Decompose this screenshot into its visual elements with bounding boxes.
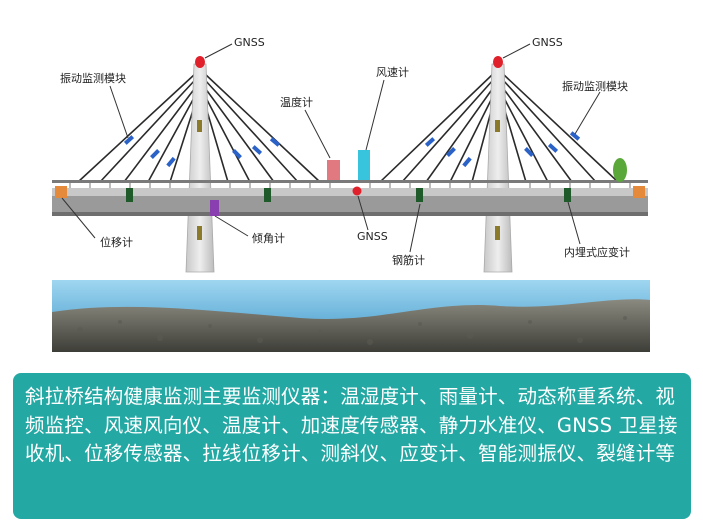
deck-railing bbox=[52, 180, 648, 183]
caption-box: 斜拉桥结构健康监测主要监测仪器：温湿度计、雨量计、动态称重系统、视频监控、风速风… bbox=[13, 373, 691, 519]
label-gnss-left-top: GNSS bbox=[234, 36, 265, 49]
tower-left-sensor-top bbox=[197, 120, 202, 132]
label-displacement: 位移计 bbox=[100, 235, 133, 249]
tower-right-sensor-top bbox=[495, 120, 500, 132]
label-temperature: 温度计 bbox=[280, 95, 313, 109]
label-gnss-deck: GNSS bbox=[357, 230, 388, 243]
deck-girder-bottom bbox=[52, 212, 648, 216]
label-vibration-right: 振动监测模块 bbox=[562, 79, 628, 93]
label-embedded-strain: 内埋式应变计 bbox=[564, 245, 630, 259]
anemometer-sensor bbox=[358, 150, 370, 180]
inclinometer-sensor bbox=[210, 200, 219, 216]
temperature-sensor bbox=[327, 160, 340, 180]
strain-sensor-4 bbox=[564, 188, 571, 202]
label-vibration-left: 振动监测模块 bbox=[60, 71, 126, 85]
deck-railing-posts bbox=[69, 183, 631, 188]
deck-girder bbox=[52, 196, 648, 212]
tower-right-sensor-bottom bbox=[495, 226, 500, 240]
cables-left bbox=[77, 73, 321, 183]
label-inclinometer: 倾角计 bbox=[252, 232, 285, 245]
strain-sensor-2 bbox=[264, 188, 271, 202]
label-anemometer: 风速计 bbox=[376, 66, 409, 79]
strain-sensor-1 bbox=[126, 188, 133, 202]
caption-text: 斜拉桥结构健康监测主要监测仪器：温湿度计、雨量计、动态称重系统、视频监控、风速风… bbox=[25, 385, 678, 465]
displacement-sensor-right bbox=[633, 186, 645, 198]
vibration-module-right bbox=[613, 158, 627, 182]
label-gnss-right-top: GNSS bbox=[532, 36, 563, 49]
leader-lines bbox=[61, 43, 601, 253]
rock-texture bbox=[77, 316, 627, 345]
tower-left-sensor-bottom bbox=[197, 226, 202, 240]
bridge-diagram: GNSS GNSS 振动监测模块 振动监测模块 温度计 风速计 位移计 倾角计 … bbox=[52, 36, 650, 352]
riverbed-rock bbox=[52, 299, 650, 352]
deck-top bbox=[52, 188, 648, 196]
gnss-marker-left-top bbox=[195, 56, 205, 68]
displacement-sensor-left bbox=[55, 186, 67, 198]
label-rebar-meter: 钢筋计 bbox=[392, 253, 425, 267]
gnss-marker-right-top bbox=[493, 56, 503, 68]
gnss-marker-deck bbox=[352, 186, 362, 196]
cables-right bbox=[379, 73, 619, 183]
vibration-sensors bbox=[123, 131, 581, 168]
strain-sensor-3 bbox=[416, 188, 423, 202]
